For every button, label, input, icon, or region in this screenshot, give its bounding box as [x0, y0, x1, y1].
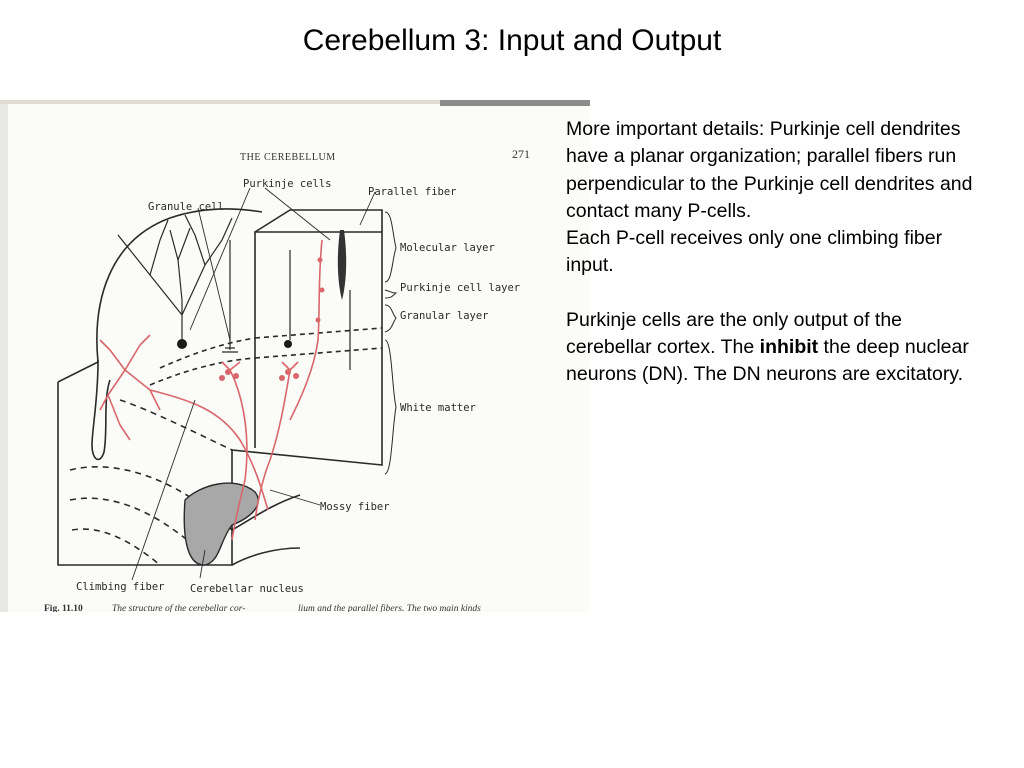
label-granule-cell: Granule cell: [148, 201, 224, 213]
label-white-matter: White matter: [400, 402, 476, 414]
label-mossy-fiber: Mossy fiber: [320, 501, 390, 513]
output-text-before: Purkinje cells are the only output of th…: [566, 308, 903, 359]
cerebellar-nucleus-shape: [183, 482, 259, 566]
purkinje-dendrite-tree: [117, 214, 233, 342]
figure-page-number: 271: [512, 147, 530, 161]
caption-text-left: The structure of the cerebellar cor-: [112, 603, 245, 612]
label-climbing-fiber: Climbing fiber: [76, 581, 165, 593]
scan-dark-edge: [440, 100, 590, 106]
paragraph-details: More important details: Purkinje cell de…: [566, 118, 973, 222]
output-text-after: the deep nuclear neurons (DN). The DN ne…: [566, 336, 969, 386]
paragraph-climbing-fiber: Each P-cell receives only one climbing f…: [566, 227, 943, 277]
scan-top-edge: [0, 100, 590, 104]
figure-header: THE CEREBELLUM: [240, 152, 336, 163]
purkinje-soma: [177, 339, 187, 349]
paragraph-output: Purkinje cells are the only output of th…: [566, 307, 986, 389]
label-purkinje-cell-layer: Purkinje cell layer: [400, 282, 520, 294]
layer-braces: [384, 211, 398, 475]
granule-rosettes: [219, 257, 325, 381]
slide-title: Cerebellum 3: Input and Output: [302, 24, 722, 57]
label-parallel-fiber: Parallel fiber: [368, 186, 457, 198]
block-outline: [57, 208, 383, 566]
granule-cells: [222, 240, 351, 370]
label-granular-layer: Granular layer: [400, 310, 489, 322]
body-text: More important details: Purkinje cell de…: [566, 116, 986, 389]
cerebellum-figure: THE CEREBELLUM 271 Purkinje cells Parall…: [0, 100, 590, 612]
climbing-fiber-paths: [99, 239, 323, 541]
cerebellum-diagram: THE CEREBELLUM 271 Purkinje cells Parall…: [0, 100, 590, 612]
label-cerebellar-nucleus: Cerebellar nucleus: [190, 583, 304, 595]
output-text-bold: inhibit: [759, 336, 819, 359]
label-leaders: [131, 187, 376, 581]
label-molecular-layer: Molecular layer: [400, 242, 495, 254]
purkinje-side-dendrite: [337, 230, 347, 300]
label-purkinje-cells: Purkinje cells: [243, 178, 332, 190]
purkinje-soma-2: [284, 340, 292, 348]
scan-left-edge: [0, 104, 8, 612]
caption-fig-number: Fig. 11.10: [44, 604, 83, 612]
caption-text-right: lium and the parallel fibers. The two ma…: [298, 603, 481, 612]
